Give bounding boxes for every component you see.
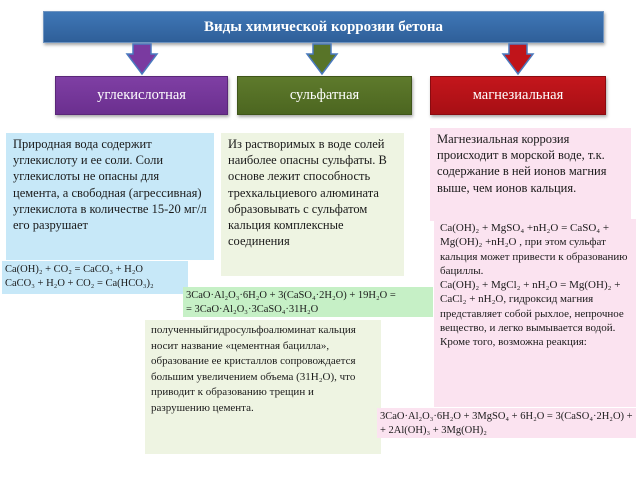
- magnesium-reaction-note: Кроме того, возможна реакция:: [440, 336, 587, 349]
- diagram-title: Виды химической коррозии бетона: [43, 11, 604, 43]
- arrow-down-magnesium-icon: [501, 43, 535, 76]
- category-carbonic: углекислотная: [55, 76, 228, 115]
- magnesium-equation-line-2: + 2Al(OH)₃ + 3Mg(OH)₂: [380, 424, 487, 436]
- carbonic-equation-1: Ca(OH)₂ + CO₂ = CaCO₃ + H₂O: [5, 264, 143, 275]
- magnesium-reaction-1: Ca(OH)₂ + MgSO₄ +nH₂O = CaSO₄ + Mg(OH)₂ …: [440, 222, 628, 277]
- arrow-down-carbonic-icon: [125, 43, 159, 76]
- magnesium-reactions: Ca(OH)₂ + MgSO₄ +nH₂O = CaSO₄ + Mg(OH)₂ …: [434, 219, 636, 407]
- sulfate-description: Из растворимых в воде солей наиболее опа…: [221, 133, 404, 276]
- carbonic-description: Природная вода содержит углекислоту и ее…: [6, 133, 214, 260]
- magnesium-equation-line-1: 3CaO·Al₂O₃·6H₂O + 3MgSO₄ + 6H₂O = 3(CaSO…: [380, 411, 633, 422]
- magnesium-description: Магнезиальная коррозия происходит в морс…: [430, 128, 631, 221]
- arrow-down-sulfate-icon: [305, 43, 339, 76]
- sulfate-equation-line-2: = 3CaO·Al₂O₃·3CaSO₄·31H₂O: [186, 303, 319, 315]
- carbonic-equation-2: CaCO₃ + H₂O + CO₂ = Ca(HCO₃)₂: [5, 278, 154, 289]
- magnesium-reaction-2: Ca(OH)₂ + MgCl₂ + nH₂O = Mg(OH)₂ + CaCl₂…: [440, 279, 624, 335]
- sulfate-equation: 3CaO·Al₂O₃·6H₂O + 3(CaSO₄·2H₂O) + 19H₂O …: [183, 287, 433, 317]
- category-magnesium: магнезиальная: [430, 76, 606, 115]
- category-sulfate: сульфатная: [237, 76, 412, 115]
- carbonic-equations: Ca(OH)₂ + CO₂ = CaCO₃ + H₂O CaCO₃ + H₂O …: [2, 261, 188, 294]
- magnesium-equation: 3CaO·Al₂O₃·6H₂O + 3MgSO₄ + 6H₂O = 3(CaSO…: [377, 408, 636, 438]
- sulfoaluminate-description: полученныйгидросульфоалюминат кальция но…: [145, 320, 381, 454]
- sulfate-equation-line-1: 3CaO·Al₂O₃·6H₂O + 3(CaSO₄·2H₂O) + 19H₂O …: [186, 290, 396, 301]
